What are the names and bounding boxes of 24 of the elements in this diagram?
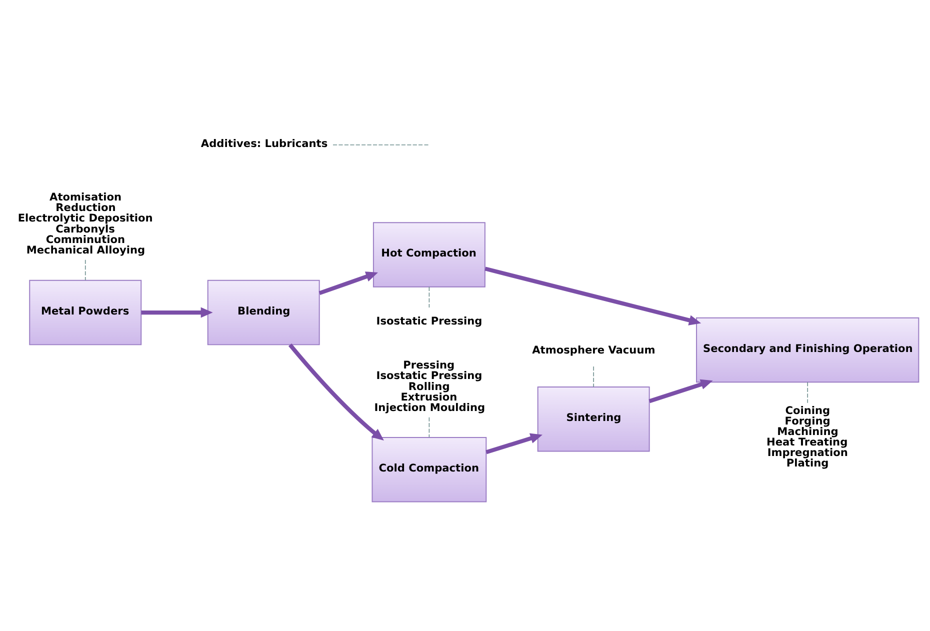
arrow (141, 306, 213, 318)
connector (428, 416, 430, 438)
node-text: Isostatic Pressing (376, 314, 482, 327)
arrow (288, 342, 384, 440)
node-box: Blending (207, 279, 320, 345)
node-text: Atmosphere Vacuum (532, 344, 656, 356)
node-box: Cold Compaction (372, 436, 487, 502)
node-text: Pressing Isostatic Pressing Rolling Extrusion Injection Moulding (374, 359, 486, 414)
arrow (486, 432, 542, 454)
node-text: Additives: Lubricants (200, 137, 328, 150)
connector (593, 366, 594, 387)
node-text: Atomisation Reduction Electrolytic Deposition Carbonyls Comminution Mechanical Alloying (18, 191, 153, 256)
node-box: Secondary and Finishing Operation (696, 316, 920, 382)
arrow (318, 271, 378, 295)
connector (332, 144, 429, 145)
node-text: Coining Forging Machining Heat Treating Impregnation Plating (766, 404, 848, 470)
node-box: Metal Powders (29, 279, 142, 345)
node-box: Hot Compaction (372, 222, 486, 287)
arrow (484, 266, 702, 325)
connector (84, 258, 86, 280)
connector (807, 381, 808, 403)
node-box: Sintering (537, 386, 650, 452)
arrow (648, 378, 713, 403)
connector (428, 286, 430, 308)
